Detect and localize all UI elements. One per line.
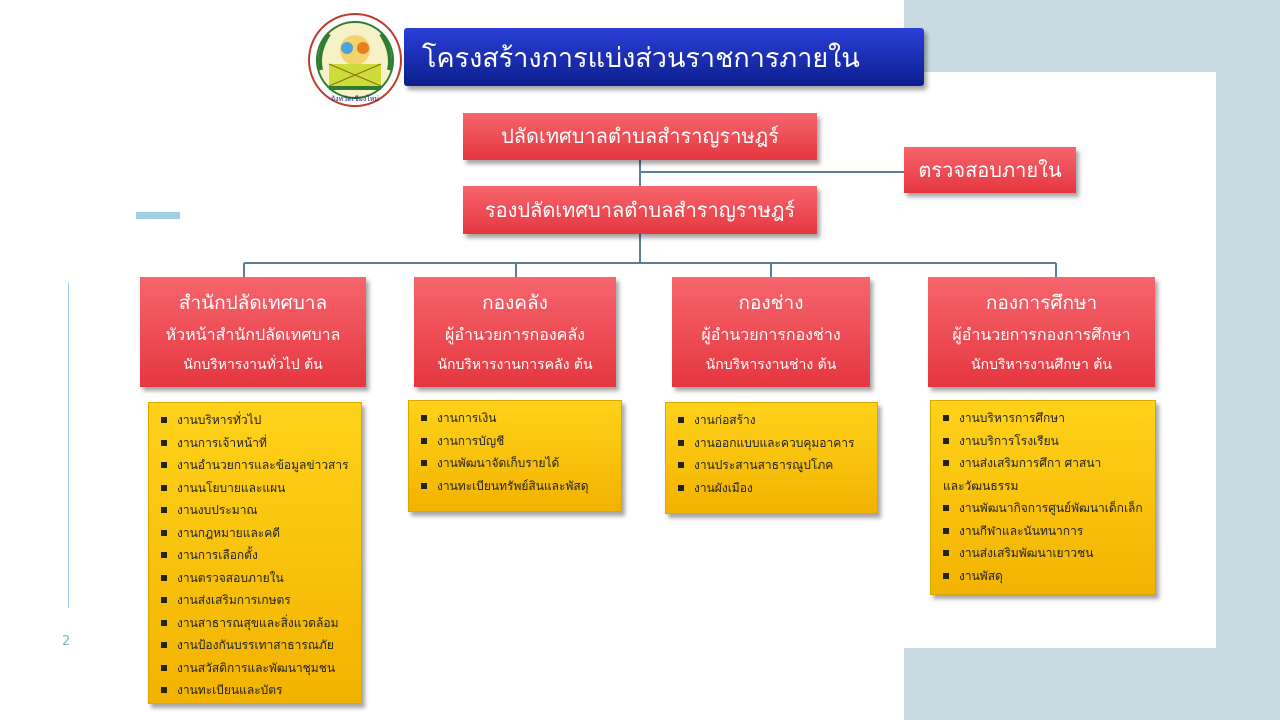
list-item: งานก่อสร้าง: [678, 409, 871, 432]
list-item: งานบริหารทั่วไป: [161, 409, 355, 432]
dept-box-engineering: กองช่าง ผู้อำนวยการกองช่าง นักบริหารงานช…: [672, 277, 870, 387]
list-item: งานตรวจสอบภายใน: [161, 567, 355, 590]
list-item: งานสาธารณสุขและสิ่งแวดล้อม: [161, 612, 355, 635]
list-item: งานการเลือกตั้ง: [161, 544, 355, 567]
internal-audit-box: ตรวจสอบภายใน: [904, 147, 1076, 193]
list-item: งานพัสดุ: [943, 565, 1149, 588]
dept-head: ผู้อำนวยการกองช่าง: [701, 325, 841, 345]
list-item: งานบริหารการศึกษา: [943, 407, 1149, 430]
list-item: งานประสานสาธารณูปโภค: [678, 454, 871, 477]
dept-head: หัวหน้าสำนักปลัดเทศบาล: [165, 325, 341, 345]
page-title-text: โครงสร้างการแบ่งส่วนราชการภายใน: [422, 42, 860, 74]
dept-staff: นักบริหารงานช่าง ต้น: [705, 357, 837, 374]
list-item: งานกีฬาและนันทนาการ: [943, 520, 1149, 543]
list-item: งานทะเบียนและบัตร: [161, 679, 355, 702]
list-item: งานพัฒนาจัดเก็บรายได้: [421, 452, 615, 475]
dept-name: กองคลัง: [482, 291, 548, 314]
accent-bar: [136, 212, 180, 219]
dept-name: กองการศึกษา: [985, 291, 1098, 314]
dept-box-education: กองการศึกษา ผู้อำนวยการกองการศึกษา นักบร…: [928, 277, 1155, 387]
dept-name: สำนักปลัดเทศบาล: [178, 291, 328, 314]
seal-caption: จังหวัดเชียงใหม่: [331, 94, 379, 103]
task-list-office: งานบริหารทั่วไป งานการเจ้าหน้าที่ งานอำน…: [148, 402, 362, 704]
page-title: โครงสร้างการแบ่งส่วนราชการภายใน: [404, 28, 924, 86]
dept-box-finance: กองคลัง ผู้อำนวยการกองคลัง นักบริหารงานก…: [414, 277, 616, 387]
task-list-education: งานบริหารการศึกษา งานบริการโรงเรียน งานส…: [930, 400, 1156, 595]
list-item: งานพัฒนากิจการศูนย์พัฒนาเด็กเล็ก: [943, 497, 1149, 520]
dept-box-office: สำนักปลัดเทศบาล หัวหน้าสำนักปลัดเทศบาล น…: [140, 277, 366, 387]
dept-staff: นักบริหารงานศึกษา ต้น: [971, 357, 1112, 374]
dept-name: กองช่าง: [738, 291, 804, 314]
list-item: งานผังเมือง: [678, 477, 871, 500]
list-item: งานป้องกันบรรเทาสาธารณภัย: [161, 634, 355, 657]
list-item: งานอำนวยการและข้อมูลข่าวสาร: [161, 454, 355, 477]
list-item: งานทะเบียนทรัพย์สินและพัสดุ: [421, 475, 615, 498]
list-item: งานนโยบายและแผน: [161, 477, 355, 500]
dept-staff: นักบริหารงานทั่วไป ต้น: [183, 357, 323, 374]
dept-head: ผู้อำนวยการกองคลัง: [445, 325, 585, 345]
list-item: งานบริการโรงเรียน: [943, 430, 1149, 453]
list-item: งานการเงิน: [421, 407, 615, 430]
list-item: งานการบัญชี: [421, 430, 615, 453]
left-accent-line: [68, 282, 69, 608]
list-item-continuation: และวัฒนธรรม: [943, 478, 1019, 493]
task-list-engineering: งานก่อสร้าง งานออกแบบและควบคุมอาคาร งานป…: [665, 402, 878, 514]
list-item: งานการเจ้าหน้าที่: [161, 432, 355, 455]
dept-head: ผู้อำนวยการกองการศึกษา: [952, 325, 1131, 345]
list-item: งานกฎหมายและคดี: [161, 522, 355, 545]
deputy-administrator-box: รองปลัดเทศบาลตำบลสำราญราษฎร์: [463, 186, 817, 234]
chief-administrator-box: ปลัดเทศบาลตำบลสำราญราษฎร์: [463, 113, 817, 160]
municipality-seal-logo: จังหวัดเชียงใหม่: [308, 13, 402, 107]
list-item: งานออกแบบและควบคุมอาคาร: [678, 432, 871, 455]
list-item: งานส่งเสริมพัฒนาเยาวชน: [943, 542, 1149, 565]
list-item: งานส่งเสริมการศึกา ศาสนา: [943, 452, 1149, 475]
dept-staff: นักบริหารงานการคลัง ต้น: [437, 357, 593, 374]
page-number: 2: [62, 634, 71, 649]
list-item: งานงบประมาณ: [161, 499, 355, 522]
list-item: งานส่งเสริมการเกษตร: [161, 589, 355, 612]
list-item: งานสวัสดิการและพัฒนาชุมชน: [161, 657, 355, 680]
task-list-finance: งานการเงิน งานการบัญชี งานพัฒนาจัดเก็บรา…: [408, 400, 622, 512]
